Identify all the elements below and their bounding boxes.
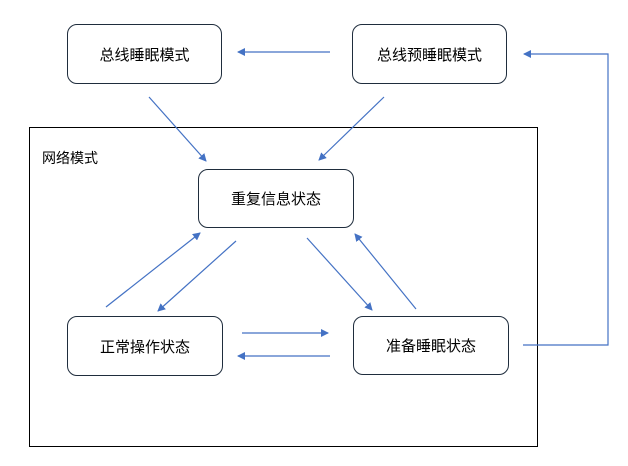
state-bus-sleep: 总线睡眠模式	[67, 24, 222, 84]
state-repeat-message: 重复信息状态	[198, 169, 354, 228]
state-ready-sleep: 准备睡眠状态	[353, 316, 509, 375]
state-normal-operation: 正常操作状态	[67, 316, 223, 376]
state-bus-presleep: 总线预睡眠模式	[352, 24, 507, 84]
network-mode-label: 网络模式	[42, 151, 98, 167]
